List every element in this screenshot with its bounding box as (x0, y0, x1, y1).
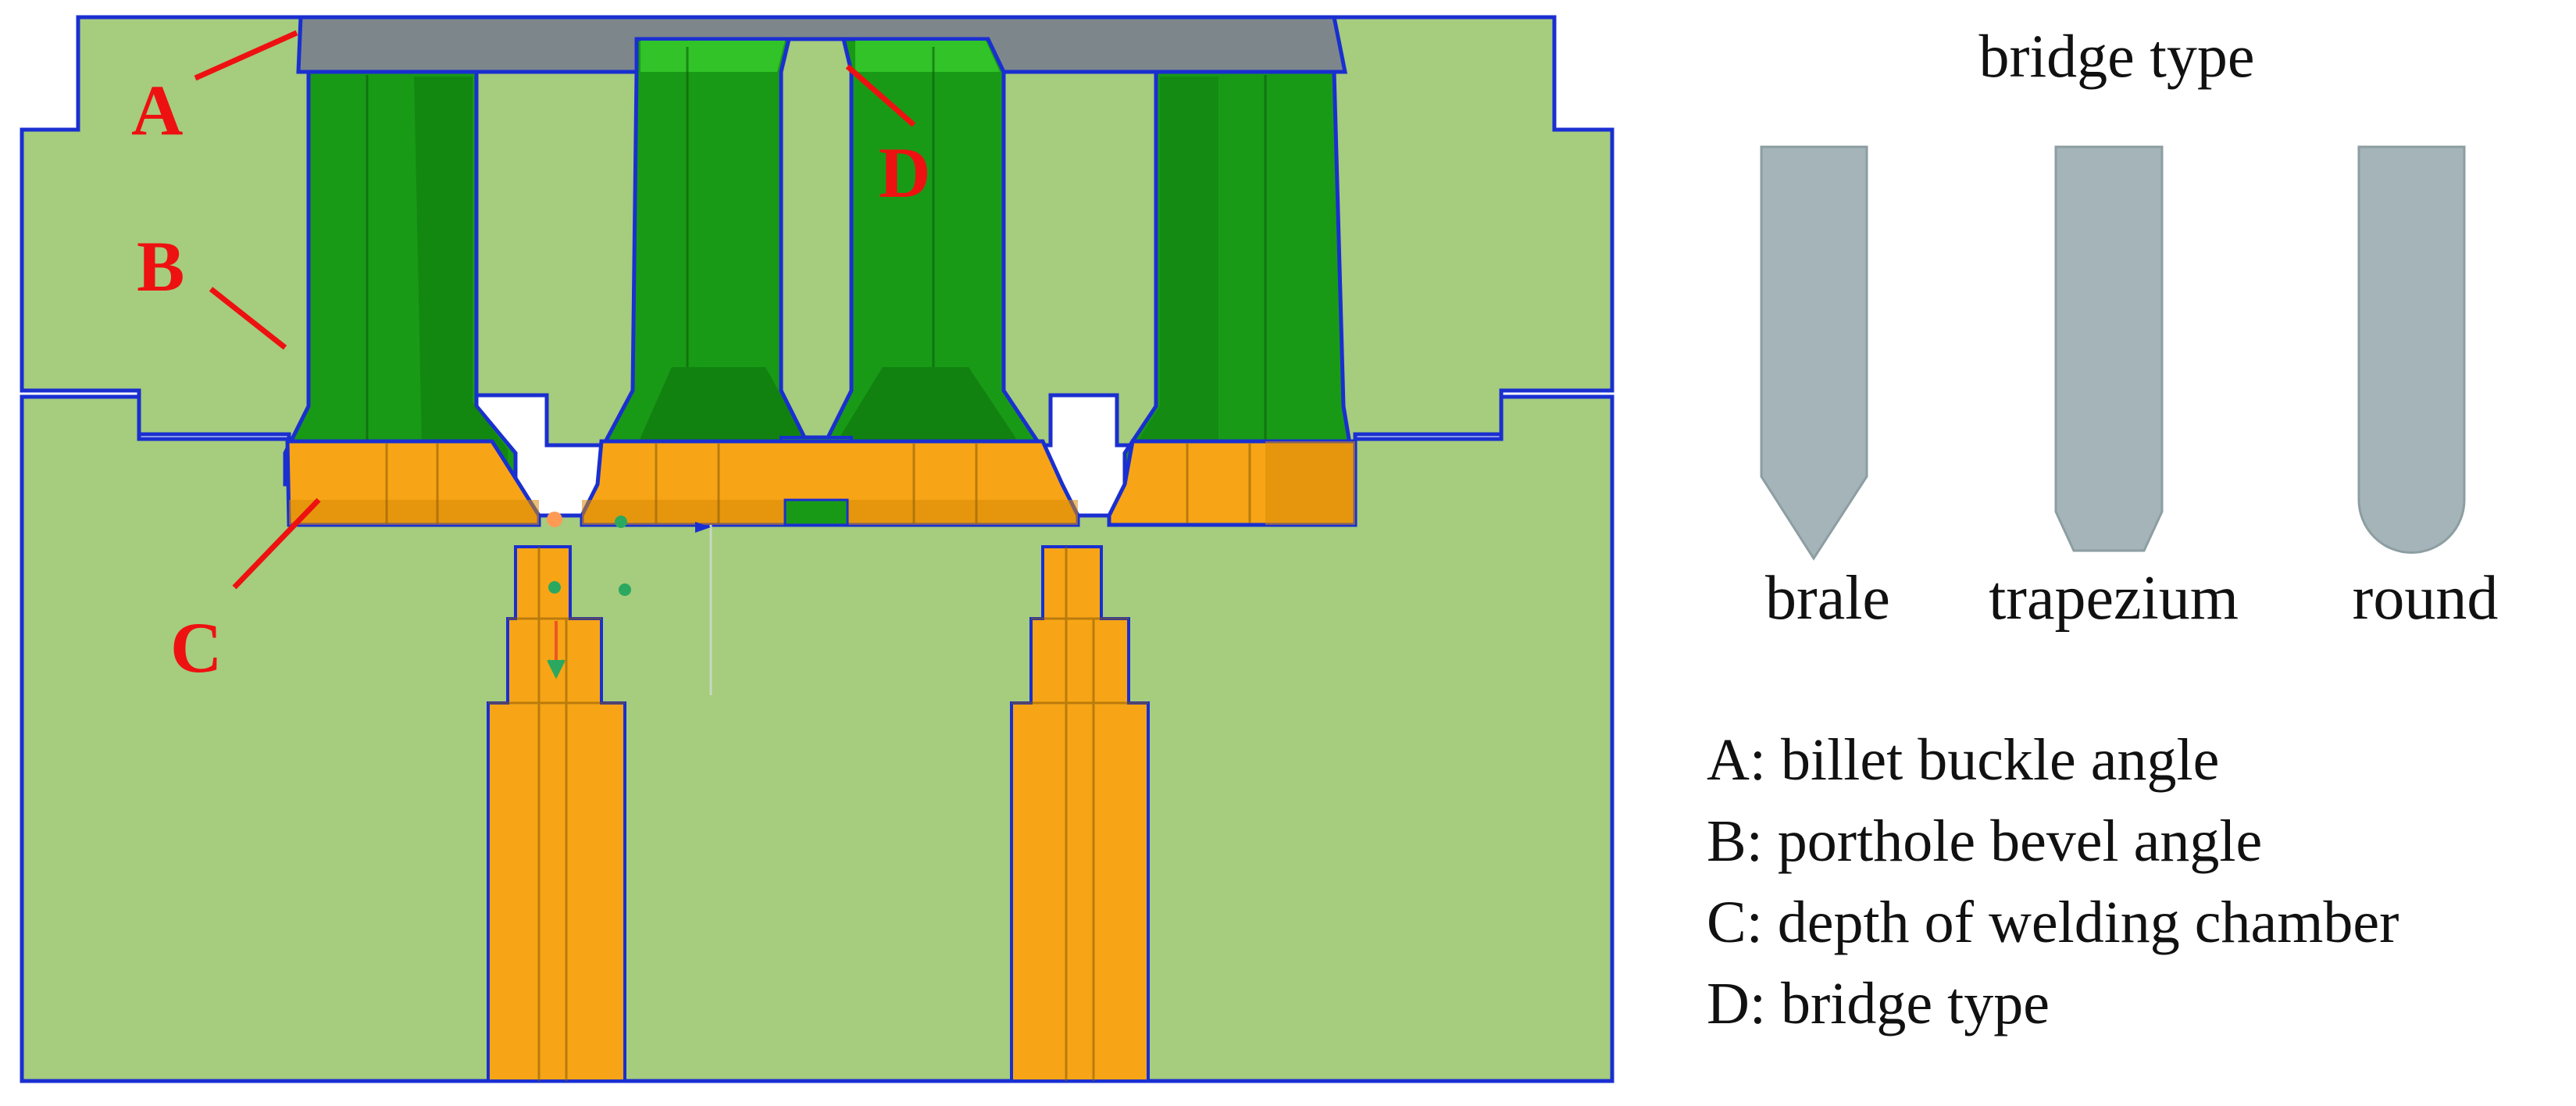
marker-dot (547, 512, 562, 527)
callout-b-label: B (137, 227, 184, 306)
legend-item-c: C: depth of welding chamber (1707, 890, 2399, 955)
callout-d-leader (845, 64, 916, 127)
exit-channel-right (1010, 545, 1150, 1083)
callout-c-leader (232, 498, 321, 590)
bridge-label-round: round (2353, 564, 2499, 633)
callout-d: D (845, 64, 930, 212)
callout-c: C (170, 498, 321, 687)
marker-dot (548, 581, 561, 594)
bridge-shape-trapezium (2054, 145, 2164, 552)
legend: A: billet buckle angle B: porthole bevel… (1707, 727, 2399, 1036)
bridge-shape-round (2357, 145, 2466, 554)
callout-d-label: D (879, 133, 930, 212)
callout-a-label: A (131, 70, 183, 150)
lower-die-body (20, 394, 1614, 1083)
exit-channel-left-lines (488, 547, 625, 1081)
legend-item-d: D: bridge type (1707, 971, 2050, 1036)
marker-dot (619, 583, 631, 596)
bridge-shape-brale (1760, 145, 1868, 561)
callout-c-label: C (170, 608, 222, 687)
bridge-type-panel: bridge type brale trapezium round (1760, 22, 2499, 633)
exit-channel-right-lines (1011, 547, 1148, 1081)
welding-chamber-right-rim (1265, 441, 1355, 525)
arrow-head-icon (695, 522, 711, 533)
callout-b: B (137, 227, 287, 350)
legend-item-a: A: billet buckle angle (1707, 727, 2219, 793)
central-orifice (783, 498, 849, 526)
callout-b-leader (209, 287, 287, 350)
welding-chamber-facets (385, 444, 1251, 523)
marker-dot (615, 516, 627, 528)
bridge-label-trapezium: trapezium (1989, 564, 2239, 633)
porthole-center-left-light (640, 41, 785, 72)
flow-arrow-icon (547, 621, 566, 680)
porthole-center-right-light (855, 41, 1000, 72)
bridge-type-title: bridge type (1978, 22, 2254, 90)
bridge-label-brale: brale (1765, 564, 1890, 633)
bridge-gap (779, 37, 854, 440)
welding-chamber-left-rim (289, 500, 539, 525)
legend-item-b: B: porthole bevel angle (1707, 808, 2262, 874)
porthole-left-shade (414, 77, 508, 478)
porthole-right-shade (1133, 77, 1218, 478)
callout-a: A (131, 30, 298, 150)
callout-a-leader (194, 30, 298, 81)
die-cross-section (20, 15, 1614, 1083)
